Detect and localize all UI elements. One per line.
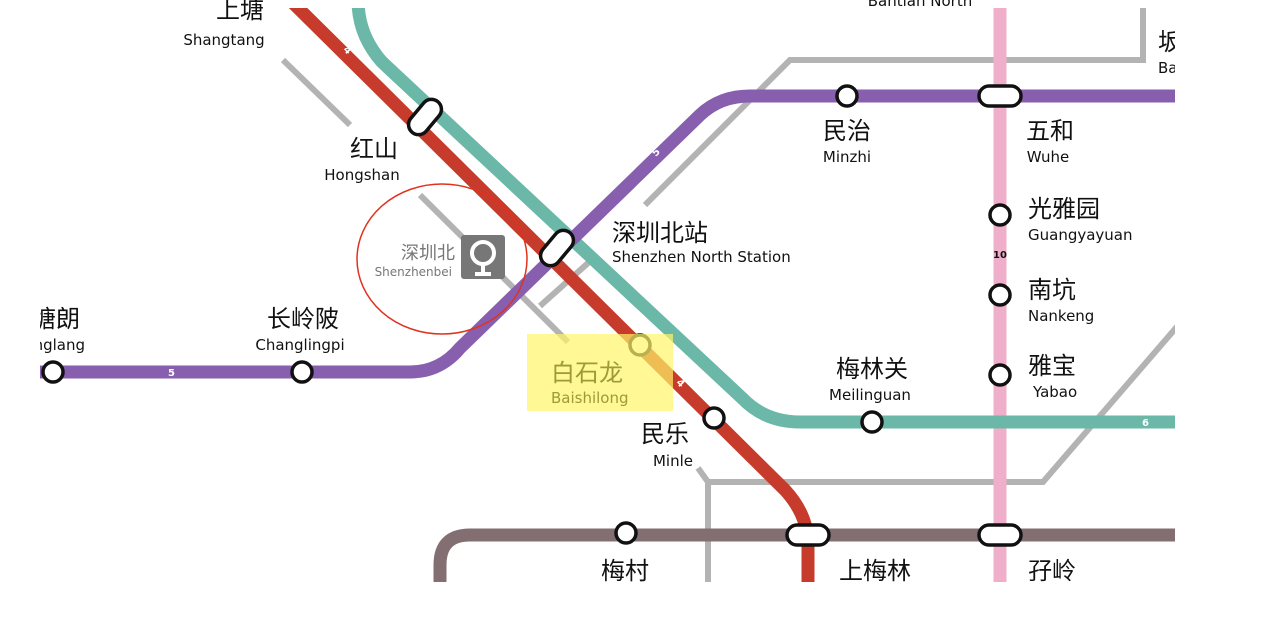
line-6[interactable] — [351, 0, 1200, 429]
label-wuhe-zh: 五和 — [1026, 117, 1074, 145]
station-guangyayuan[interactable] — [988, 203, 1012, 227]
label-shangtang-en: Shangtang — [183, 31, 264, 49]
label-minzhi-en: Minzhi — [823, 148, 871, 166]
label-shenzhenbei-en: Shenzhenbei — [375, 265, 452, 279]
line-label-5: 5 — [168, 368, 175, 379]
label-guangyayuan-en: Guangyayuan — [1028, 226, 1133, 244]
label-yabao-zh: 雅宝 — [1028, 352, 1076, 380]
label-bantian-zh: 坂 — [1158, 28, 1182, 56]
label-meicun-zh: 梅村 — [601, 557, 649, 585]
baishilong-highlight — [527, 334, 673, 411]
label-maling-zh: 孖岭 — [1028, 557, 1076, 585]
label-minle-en: Minle — [653, 452, 693, 470]
line-label-6: 6 — [685, 362, 698, 375]
station-minzhi[interactable] — [835, 84, 859, 108]
china-railway-icon — [461, 235, 505, 279]
label-guangyayuan-zh: 光雅园 — [1028, 195, 1100, 223]
label-shenzhen-north-en: Shenzhen North Station — [612, 248, 791, 266]
interchange-shangmeilin[interactable] — [785, 523, 831, 547]
label-changlingpi-en: Changlingpi — [255, 336, 344, 354]
line-5[interactable] — [40, 89, 1200, 379]
line-label-10: 10 — [993, 250, 1007, 261]
label-shenzhen-north-zh: 深圳北站 — [612, 219, 708, 247]
line-9[interactable] — [433, 528, 1200, 600]
label-nankeng-en: Nankeng — [1028, 307, 1094, 325]
label-hongshan-zh: 红山 — [350, 135, 398, 163]
interchange-maling[interactable] — [977, 523, 1023, 547]
highlight-circle — [356, 183, 528, 335]
station-yabao[interactable] — [988, 363, 1012, 387]
label-nankeng-zh: 南坑 — [1028, 276, 1076, 304]
label-tanglang-zh: 塘朗 — [32, 305, 80, 333]
label-bantian-north: Bantian North — [868, 0, 972, 10]
station-nankeng[interactable] — [988, 283, 1012, 307]
interchange-hongshan[interactable] — [404, 95, 445, 138]
label-minle-zh: 民乐 — [641, 420, 689, 448]
station-meilinguan[interactable] — [860, 410, 884, 434]
label-minzhi-zh: 民治 — [823, 117, 871, 145]
label-baishilong-zh: 白石龙 — [551, 359, 623, 387]
label-hongshan-en: Hongshan — [324, 166, 400, 184]
station-changlingpi[interactable] — [290, 360, 314, 384]
label-meilinguan-en: Meilinguan — [829, 386, 911, 404]
label-shenzhenbei-zh: 深圳北 — [401, 243, 455, 264]
label-meilinguan-zh: 梅林关 — [836, 355, 908, 383]
label-tanglang-en: Tanglang — [17, 336, 85, 354]
label-bantian-en: Ba — [1158, 59, 1177, 77]
grey-line-bottom — [695, 324, 1175, 485]
label-changlingpi-zh: 长岭陂 — [267, 305, 339, 333]
station-minle[interactable] — [702, 406, 726, 430]
label-shangtang-zh: 上塘 — [216, 0, 264, 24]
label-baishilong-en: Baishilong — [551, 389, 629, 407]
station-tanglang[interactable] — [41, 360, 65, 384]
grey-line-shangtang — [280, 57, 353, 128]
grey-line-top — [642, 8, 1146, 208]
line-label-6: 6 — [1142, 418, 1149, 429]
label-wuhe-en: Wuhe — [1027, 148, 1070, 166]
label-shangmeilin-zh: 上梅林 — [839, 557, 911, 585]
label-yabao-en: Yabao — [1032, 383, 1077, 401]
interchange-wuhe[interactable] — [977, 84, 1023, 108]
interchange-shenzhen-north[interactable] — [536, 226, 577, 269]
station-meicun[interactable] — [614, 521, 638, 545]
